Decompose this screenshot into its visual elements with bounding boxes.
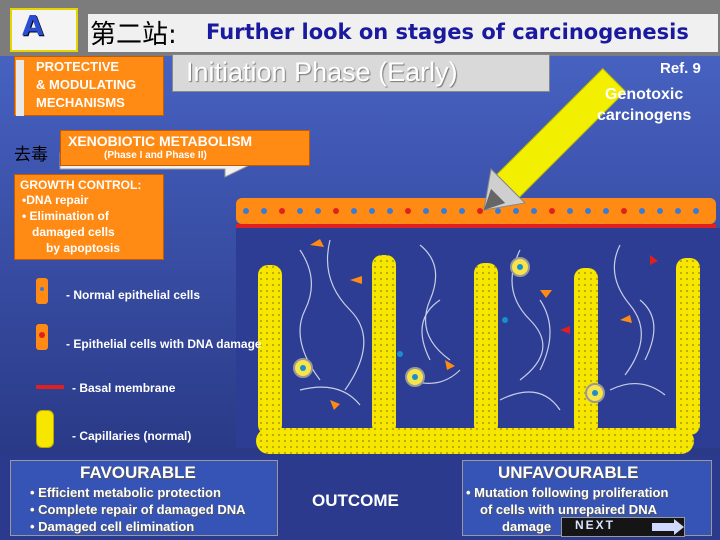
slide-title: Further look on stages of carcinogenesis <box>206 20 689 44</box>
favourable-line: • Damaged cell elimination <box>30 519 195 534</box>
phase-title-box <box>172 54 550 92</box>
favourable-line: • Complete repair of damaged DNA <box>30 502 246 517</box>
protective-text: PROTECTIVE & MODULATING MECHANISMS <box>36 58 136 112</box>
section-badge-letter: A <box>22 9 44 42</box>
growth-item: by apoptosis <box>46 241 121 255</box>
xenobiotic-title: XENOBIOTIC METABOLISM <box>68 133 253 149</box>
protective-box <box>14 56 164 116</box>
unfavourable-title: UNFAVOURABLE <box>498 463 639 482</box>
section-badge-box <box>10 8 78 52</box>
legend-normal-cells: - Normal epithelial cells <box>66 288 201 302</box>
capillary-vertical <box>372 255 396 435</box>
scattered-cells <box>293 239 658 410</box>
capillary-vertical <box>676 258 700 435</box>
xenobiotic-subtitle: (Phase I and Phase II) <box>104 150 207 161</box>
damaged-cell-nucleus-icon <box>39 332 45 338</box>
legend-basal-membrane: - Basal membrane <box>72 381 176 395</box>
normal-cell-icon <box>36 278 48 304</box>
detox-label: 去毒 <box>14 145 48 165</box>
favourable-box <box>10 460 278 536</box>
genotoxic-line: Genotoxic <box>605 86 684 103</box>
growth-item: •DNA repair <box>22 193 89 207</box>
growth-item: • Elimination of <box>22 209 109 223</box>
normal-cell-nucleus-icon <box>40 287 44 291</box>
capillary-icon <box>36 410 54 448</box>
legend-capillaries: - Capillaries (normal) <box>72 429 192 443</box>
favourable-line: • Efficient metabolic protection <box>30 485 221 500</box>
protective-line: & MODULATING <box>36 77 137 92</box>
genotoxic-label: Genotoxic carcinogens <box>597 84 691 126</box>
unfavourable-line: • Mutation following proliferation <box>466 485 669 500</box>
legend-damaged-cells: - Epithelial cells with DNA damage <box>66 337 262 351</box>
genotoxic-line: carcinogens <box>597 107 692 124</box>
xenobiotic-box <box>60 130 310 166</box>
capillary-vertical <box>474 263 498 435</box>
favourable-title: FAVOURABLE <box>80 463 196 482</box>
outcome-label: OUTCOME <box>312 491 399 510</box>
reference-label: Ref. 9 <box>660 60 701 77</box>
growth-item: damaged cells <box>32 225 115 239</box>
unfavourable-line: of cells with unrepaired DNA <box>480 502 657 517</box>
capillary-horizontal <box>256 428 694 454</box>
basal-membrane-icon <box>36 385 64 389</box>
growth-control-title: GROWTH CONTROL: <box>20 178 142 192</box>
capillary-vertical <box>574 268 598 435</box>
next-button[interactable] <box>561 517 685 537</box>
protective-side-bar <box>16 60 24 116</box>
protective-line: MECHANISMS <box>36 95 125 110</box>
unfavourable-line: damage <box>502 519 552 534</box>
epithelial-cells-row <box>243 208 699 214</box>
title-background <box>88 14 718 52</box>
phase-title: Initiation Phase (Early) <box>186 57 458 87</box>
genotoxic-arrow <box>483 67 627 211</box>
protective-line: PROTECTIVE <box>36 59 120 74</box>
growth-control-box <box>14 174 164 260</box>
capillary-vertical <box>258 265 282 435</box>
next-button-label[interactable]: NEXT <box>575 518 616 532</box>
next-arrow-icon[interactable] <box>650 519 684 535</box>
epithelial-cell-layer <box>236 198 716 224</box>
growth-control-items: •DNA repair • Elimination of damaged cel… <box>22 192 120 256</box>
title-chinese: 第二站: <box>90 20 177 50</box>
